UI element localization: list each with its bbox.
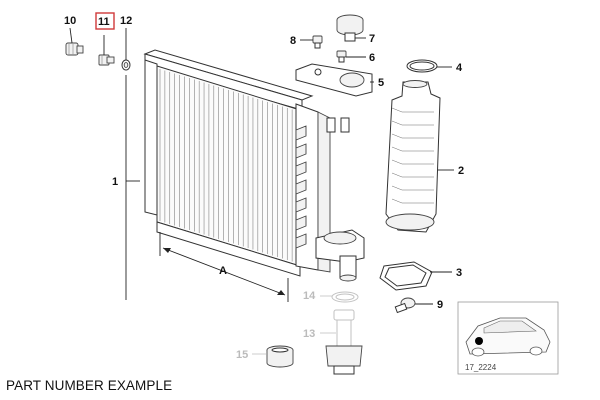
part-13-connector[interactable]: [325, 309, 363, 375]
part-4-o-ring[interactable]: [406, 59, 438, 73]
location-dot: [475, 337, 483, 345]
part-number-12[interactable]: 12: [120, 15, 132, 27]
caption-part-number-example: PART NUMBER EXAMPLE: [6, 378, 173, 393]
part-number-14[interactable]: 14: [303, 290, 316, 302]
part-7-cap[interactable]: [336, 14, 364, 42]
tank-tab: [295, 125, 307, 141]
part-3-gasket[interactable]: [379, 261, 433, 291]
tank-tab: [295, 233, 307, 249]
tank-rib: [391, 185, 434, 191]
diagram-code: 17_2224: [465, 363, 497, 372]
part-11-bleed-screw[interactable]: [98, 54, 115, 66]
part-11-highlight-box: [95, 12, 115, 30]
part-8-screw[interactable]: [312, 35, 323, 49]
part-number-10[interactable]: 10: [64, 15, 76, 27]
tank-rib: [391, 172, 434, 178]
part-12-seal-ring[interactable]: [121, 59, 131, 71]
tank-rib: [391, 146, 434, 152]
part-10-fitting[interactable]: [65, 42, 84, 56]
tank-rib: [391, 159, 434, 165]
part-9-drain-plug[interactable]: [394, 297, 416, 314]
tank-rib: [391, 198, 434, 204]
part-number-13[interactable]: 13: [303, 328, 315, 340]
part-number-1[interactable]: 1: [112, 176, 118, 188]
vehicle-location-thumbnail[interactable]: 17_2224: [457, 301, 559, 375]
leader-10: [69, 27, 73, 44]
dimension-a: A: [159, 232, 289, 302]
part-number-2[interactable]: 2: [458, 165, 464, 177]
part-number-6[interactable]: 6: [369, 52, 375, 64]
part-number-5[interactable]: 5: [378, 77, 384, 89]
dimension-label-a: A: [219, 265, 227, 277]
part-number-3[interactable]: 3: [456, 267, 462, 279]
part-5-mount-plate[interactable]: [295, 63, 373, 97]
part-2-expansion-tank[interactable]: [385, 80, 441, 233]
part-6-screw[interactable]: [336, 50, 347, 63]
tank-tab: [295, 197, 307, 213]
tank-rib: [391, 133, 434, 139]
tank-tab: [295, 179, 307, 195]
part-number-15[interactable]: 15: [236, 349, 248, 361]
part-number-8[interactable]: 8: [290, 35, 296, 47]
part-number-7[interactable]: 7: [369, 33, 375, 45]
part-1-radiator[interactable]: [143, 49, 365, 282]
tank-rib: [391, 107, 434, 113]
tank-rib: [391, 120, 434, 126]
part-14-o-ring[interactable]: [331, 291, 359, 303]
part-number-11[interactable]: 11: [98, 16, 110, 28]
tank-tab: [295, 161, 307, 177]
part-number-4[interactable]: 4: [456, 62, 463, 74]
tank-tab: [295, 143, 307, 159]
part-15-sleeve[interactable]: [266, 345, 294, 368]
part-number-9[interactable]: 9: [437, 299, 443, 311]
tank-tab: [295, 215, 307, 231]
